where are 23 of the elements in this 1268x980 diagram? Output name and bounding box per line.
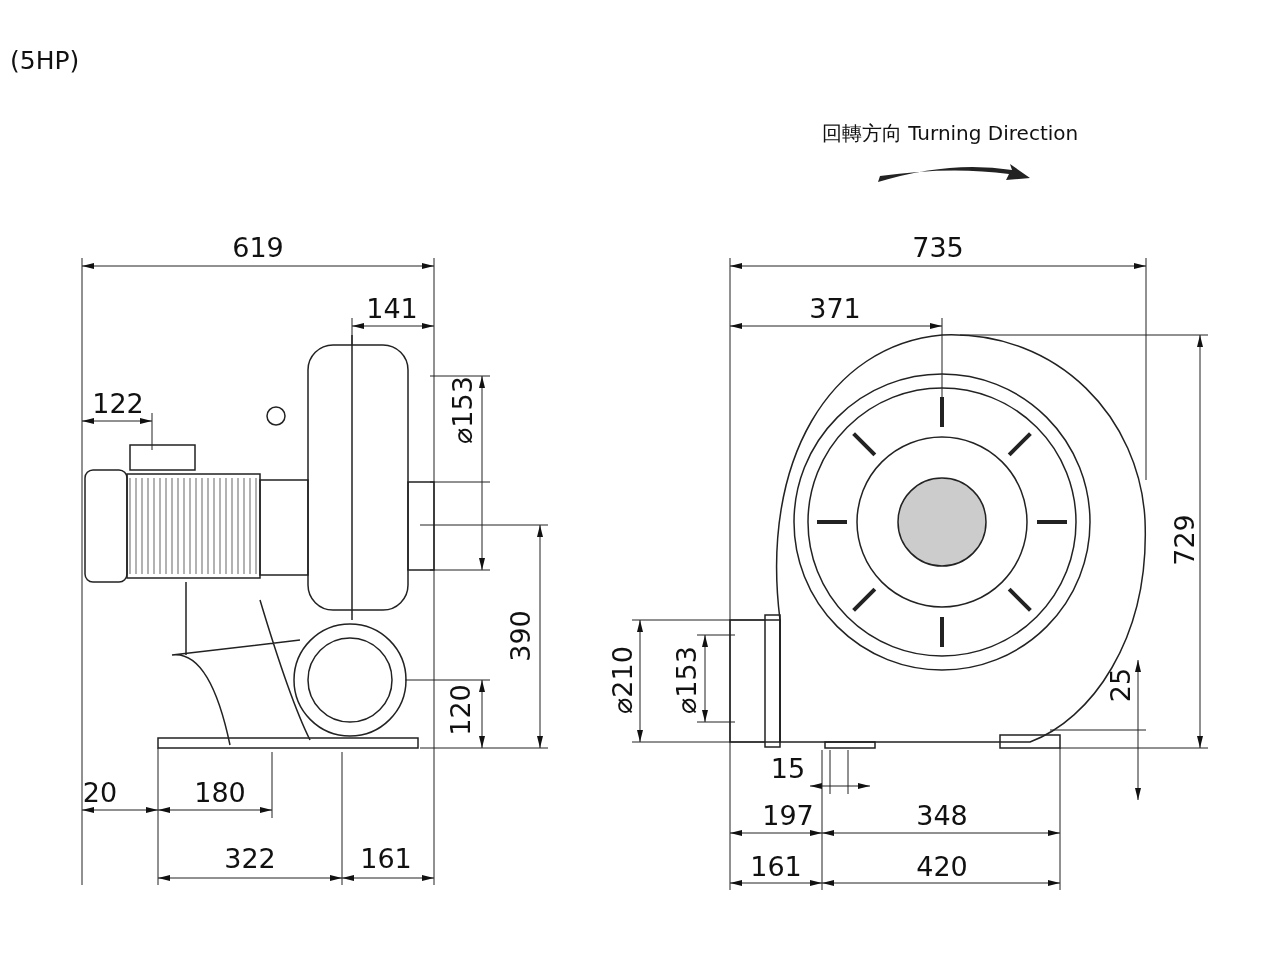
dimension-label: 141 — [366, 294, 418, 322]
dimension-label: 180 — [194, 778, 246, 806]
dimension-label: 197 — [762, 801, 814, 829]
title: (5HP) — [10, 48, 80, 73]
dimension-label: 619 — [232, 233, 284, 261]
direction-label: 回轉方向 Turning Direction — [821, 123, 1079, 143]
dimension-label: 120 — [446, 684, 474, 736]
dimension-label: 371 — [809, 294, 861, 322]
dimension-label: 735 — [912, 233, 964, 261]
dimension-label: 25 — [1106, 667, 1134, 703]
dimension-label: 390 — [506, 610, 534, 662]
dimension-label: 420 — [916, 852, 968, 880]
dimension-label: ⌀153 — [448, 376, 476, 444]
dimension-label: 161 — [360, 844, 412, 872]
dimension-label: ⌀210 — [608, 646, 636, 714]
dimension-label: 20 — [82, 778, 118, 806]
dimension-label: 348 — [916, 801, 968, 829]
dimension-label: 122 — [92, 389, 144, 417]
dimension-label: ⌀153 — [672, 646, 700, 714]
dimension-label: 729 — [1170, 514, 1198, 566]
dimension-label: 322 — [224, 844, 276, 872]
dimension-label: 15 — [770, 754, 806, 782]
dimension-label: 161 — [750, 852, 802, 880]
